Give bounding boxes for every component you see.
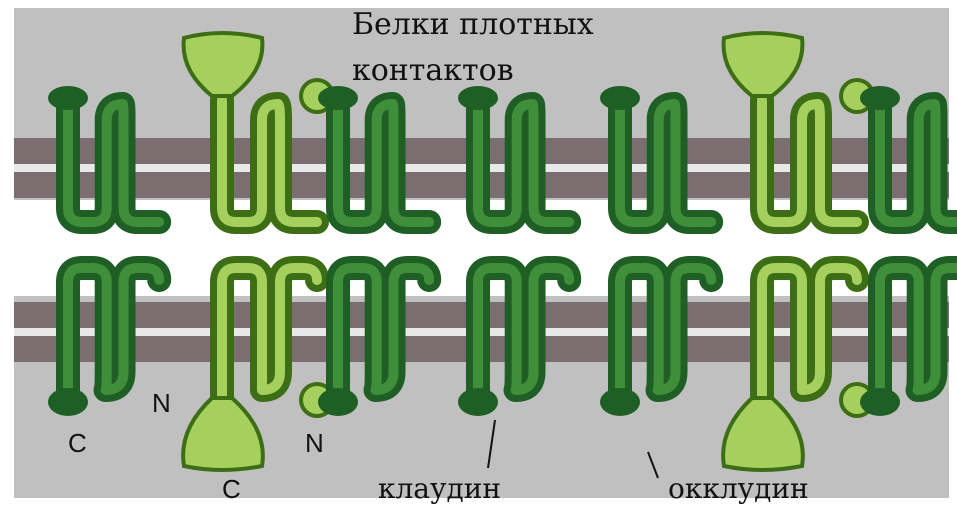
occludin-label: окклудин (668, 472, 809, 505)
claudin-3-top-terminus (318, 86, 358, 110)
c-terminus-label-1: C (68, 428, 87, 458)
c-terminus-label-2: C (222, 474, 241, 504)
claudin-label: клаудин (378, 472, 501, 505)
claudin-4-bottom-terminus (458, 388, 498, 416)
claudin-1-bottom-terminus (48, 388, 88, 416)
claudin-5-top-terminus (600, 86, 640, 110)
claudin-1-top-terminus (48, 86, 88, 110)
n-terminus-label-1: N (152, 388, 171, 418)
claudin-3-bottom-terminus (318, 388, 358, 416)
title-line-1: Белки плотных (352, 7, 594, 42)
n-terminus-label-2: N (305, 428, 324, 458)
claudin-5-bottom-terminus (600, 388, 640, 416)
claudin-7-top-terminus (860, 86, 900, 110)
claudin-4-top-terminus (458, 86, 498, 110)
title-line-2: контактов (352, 53, 514, 88)
claudin-7-bottom-terminus (860, 388, 900, 416)
